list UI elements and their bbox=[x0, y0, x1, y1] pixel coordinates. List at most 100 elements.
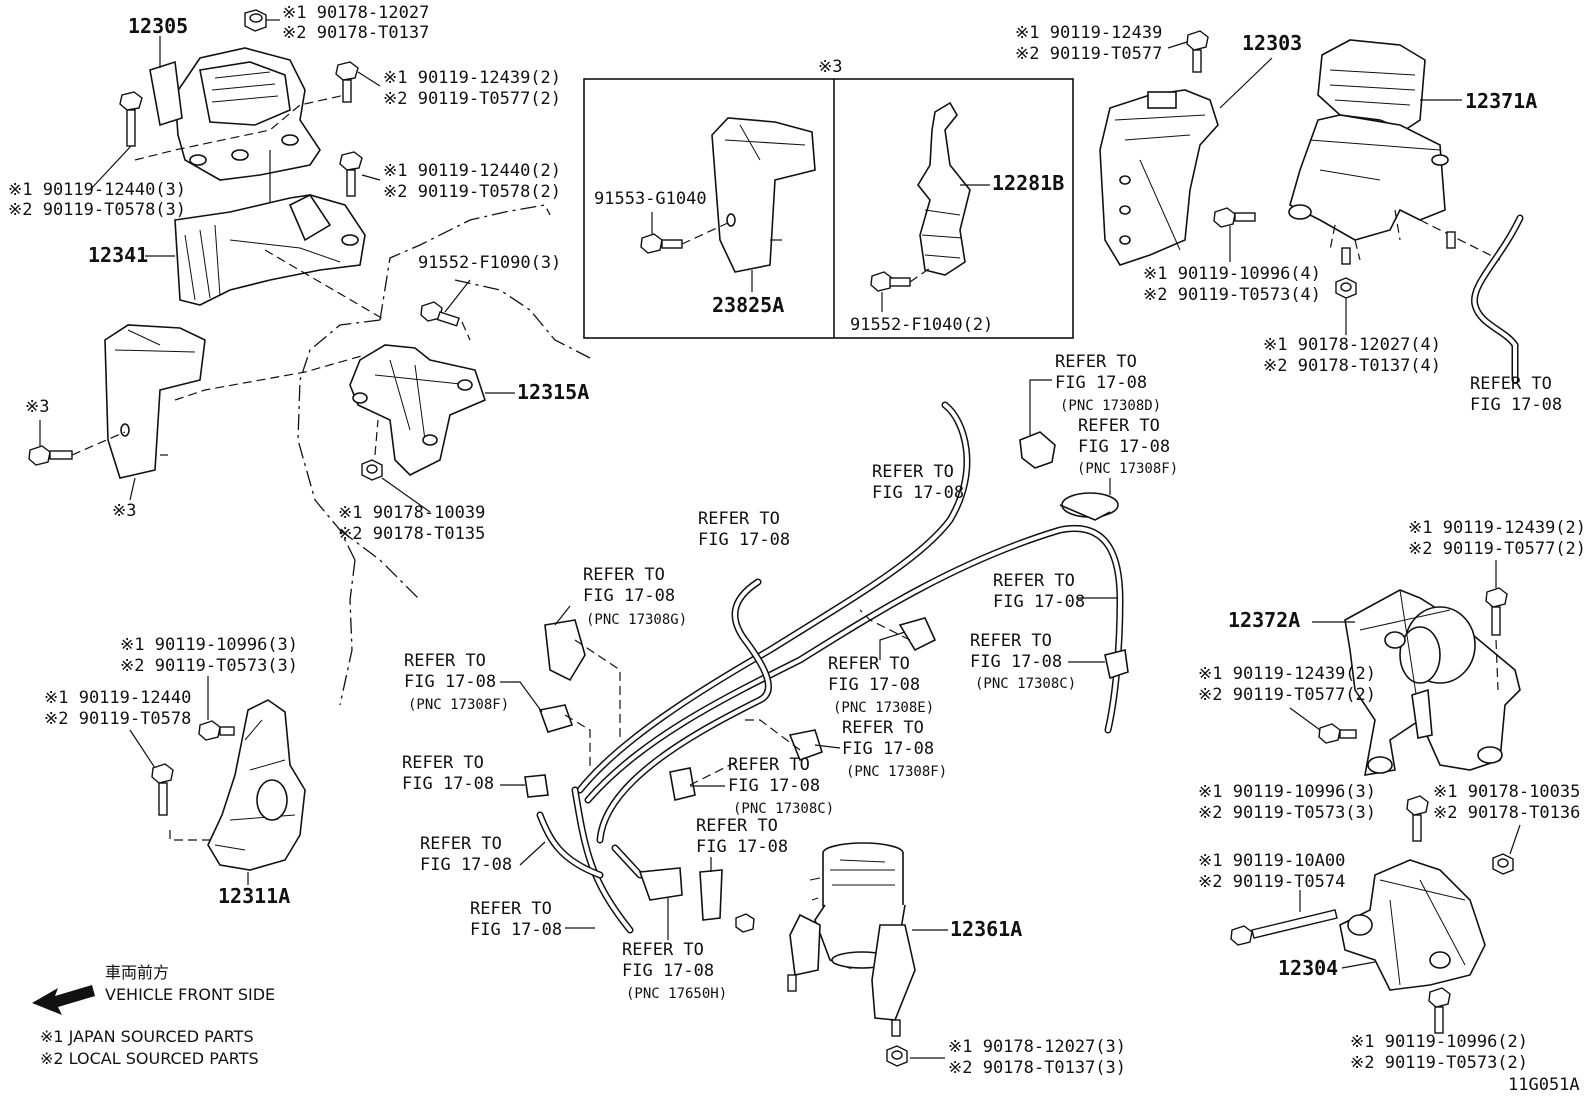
part-12372A-illustration bbox=[1344, 589, 1521, 776]
part-label-12304: 12304 bbox=[1278, 956, 1338, 980]
pnc-label: (PNC 17308F) bbox=[1077, 461, 1178, 477]
refer-label: REFER TO bbox=[993, 571, 1075, 591]
fastener-label: ※1 90119-12439(2) bbox=[383, 68, 561, 88]
fastener-label: ※1 90178-10039 bbox=[338, 503, 485, 523]
part-bracket-m3-illustration bbox=[104, 324, 206, 479]
part-12281B-illustration bbox=[917, 101, 971, 276]
mark-label: ※3 bbox=[112, 501, 136, 521]
hose-assembly bbox=[536, 401, 1124, 934]
pnc-label: (PNC 17308F) bbox=[846, 764, 947, 780]
part-12315A-illustration bbox=[349, 344, 486, 476]
refer-label: REFER TO bbox=[842, 718, 924, 738]
fastener-label: ※1 90119-12439(2) bbox=[1408, 518, 1586, 538]
refer-label: REFER TO bbox=[872, 462, 954, 482]
fastener-label: ※2 90119-T0573(2) bbox=[1350, 1053, 1528, 1073]
fastener-label: ※2 90178-T0137(4) bbox=[1263, 356, 1441, 376]
part-label-12305: 12305 bbox=[128, 14, 188, 38]
refer-label: REFER TO bbox=[698, 509, 780, 529]
refer-label: REFER TO bbox=[1470, 374, 1552, 394]
refer-label: REFER TO bbox=[583, 565, 665, 585]
fastener-label: ※2 90119-T0577(2) bbox=[383, 89, 561, 109]
bolt-icon bbox=[151, 763, 174, 816]
refer-label: REFER TO bbox=[696, 816, 778, 836]
part-label-12311A: 12311A bbox=[218, 884, 290, 908]
nut-icon bbox=[886, 1045, 908, 1067]
long-bolt-icon bbox=[1230, 909, 1338, 946]
fastener-label: ※2 90178-T0137(3) bbox=[948, 1058, 1126, 1078]
pnc-label: (PNC 17308C) bbox=[733, 801, 834, 817]
refer-label: FIG 17-08 bbox=[828, 675, 920, 695]
fastener-label: ※2 90178-T0137 bbox=[282, 23, 429, 43]
refer-label: FIG 17-08 bbox=[622, 961, 714, 981]
part-12361A-illustration bbox=[787, 842, 916, 1037]
part-label-12361A: 12361A bbox=[950, 917, 1022, 941]
part-label-23825A: 23825A bbox=[712, 293, 784, 317]
refer-label: FIG 17-08 bbox=[872, 483, 964, 503]
legend-note-2: ※2 LOCAL SOURCED PARTS bbox=[40, 1049, 259, 1068]
refer-label: REFER TO bbox=[470, 899, 552, 919]
refer-label: FIG 17-08 bbox=[404, 672, 496, 692]
bolt-icon bbox=[870, 271, 911, 292]
part-label-12281B: 12281B bbox=[992, 171, 1064, 195]
nut-icon bbox=[361, 459, 383, 481]
refer-label: REFER TO bbox=[728, 755, 810, 775]
part-12303-illustration bbox=[1099, 89, 1219, 266]
refer-label: REFER TO bbox=[1055, 352, 1137, 372]
vehicle-front-en: VEHICLE FRONT SIDE bbox=[105, 985, 275, 1004]
pnc-label: (PNC 17308F) bbox=[408, 697, 509, 713]
fastener-label: ※1 90178-12027 bbox=[282, 3, 429, 23]
fastener-label: ※2 90119-T0573(3) bbox=[1198, 803, 1376, 823]
bolt-icon bbox=[640, 233, 683, 254]
fastener-label: ※1 90178-12027(3) bbox=[948, 1037, 1126, 1057]
refer-label: FIG 17-08 bbox=[1078, 437, 1170, 457]
bolt-icon bbox=[339, 151, 363, 197]
refer-label: REFER TO bbox=[622, 940, 704, 960]
part-12305-illustration bbox=[149, 47, 321, 205]
pnc-label: (PNC 17650H) bbox=[626, 986, 727, 1002]
nut-icon bbox=[1492, 853, 1514, 875]
figure-id: 11G051A bbox=[1508, 1075, 1580, 1095]
part-12371A-illustration bbox=[1288, 39, 1449, 241]
fastener-label: ※1 90119-10996(4) bbox=[1143, 264, 1321, 284]
clamp-icon bbox=[524, 431, 1129, 921]
fastener-label: ※2 90119-T0573(4) bbox=[1143, 285, 1321, 305]
part-12304-illustration bbox=[1339, 859, 1486, 991]
pnc-label: (PNC 17308E) bbox=[833, 700, 934, 716]
fastener-label: ※2 90178-T0136 bbox=[1433, 803, 1580, 823]
refer-label: FIG 17-08 bbox=[1470, 395, 1562, 415]
refer-label: REFER TO bbox=[402, 753, 484, 773]
fastener-label: ※1 90119-10A00 bbox=[1198, 851, 1345, 871]
refer-label: REFER TO bbox=[970, 631, 1052, 651]
fastener-label: ※1 90119-12440(2) bbox=[383, 161, 561, 181]
fastener-label: ※1 90119-10996(3) bbox=[1198, 782, 1376, 802]
refer-label: FIG 17-08 bbox=[420, 855, 512, 875]
fastener-label: ※1 90119-12440 bbox=[44, 688, 191, 708]
part-label-12371A: 12371A bbox=[1465, 89, 1537, 113]
fastener-label: ※2 90119-T0578(2) bbox=[383, 182, 561, 202]
refer-label: FIG 17-08 bbox=[402, 774, 494, 794]
fastener-label: ※2 90119-T0577(2) bbox=[1408, 539, 1586, 559]
part-label-12303: 12303 bbox=[1242, 31, 1302, 55]
fastener-label: ※1 90119-12440(3) bbox=[8, 180, 186, 200]
fastener-label: 91553-G1040 bbox=[594, 189, 707, 209]
refer-label: FIG 17-08 bbox=[970, 652, 1062, 672]
bolt-icon bbox=[1485, 587, 1508, 636]
fastener-label: ※2 90119-T0578 bbox=[44, 709, 191, 729]
part-label-12372A: 12372A bbox=[1228, 608, 1300, 632]
refer-label: FIG 17-08 bbox=[728, 776, 820, 796]
part-23825A-illustration bbox=[711, 117, 816, 273]
refer-label: REFER TO bbox=[420, 834, 502, 854]
fastener-label: ※1 90119-12439(2) bbox=[1198, 664, 1376, 684]
mark-label: ※3 bbox=[818, 57, 842, 77]
refer-label: FIG 17-08 bbox=[993, 592, 1085, 612]
fastener-label: ※2 90178-T0135 bbox=[338, 524, 485, 544]
fastener-label: ※1 90119-10996(3) bbox=[120, 635, 298, 655]
bolt-icon bbox=[198, 720, 235, 741]
pnc-label: (PNC 17308C) bbox=[975, 676, 1076, 692]
mark-label: ※3 bbox=[25, 397, 49, 417]
bolt-icon bbox=[420, 301, 460, 327]
refer-label: REFER TO bbox=[404, 651, 486, 671]
bolt-icon bbox=[1318, 723, 1357, 744]
nut-icon bbox=[244, 9, 267, 32]
inset-m3-box bbox=[583, 78, 1074, 339]
